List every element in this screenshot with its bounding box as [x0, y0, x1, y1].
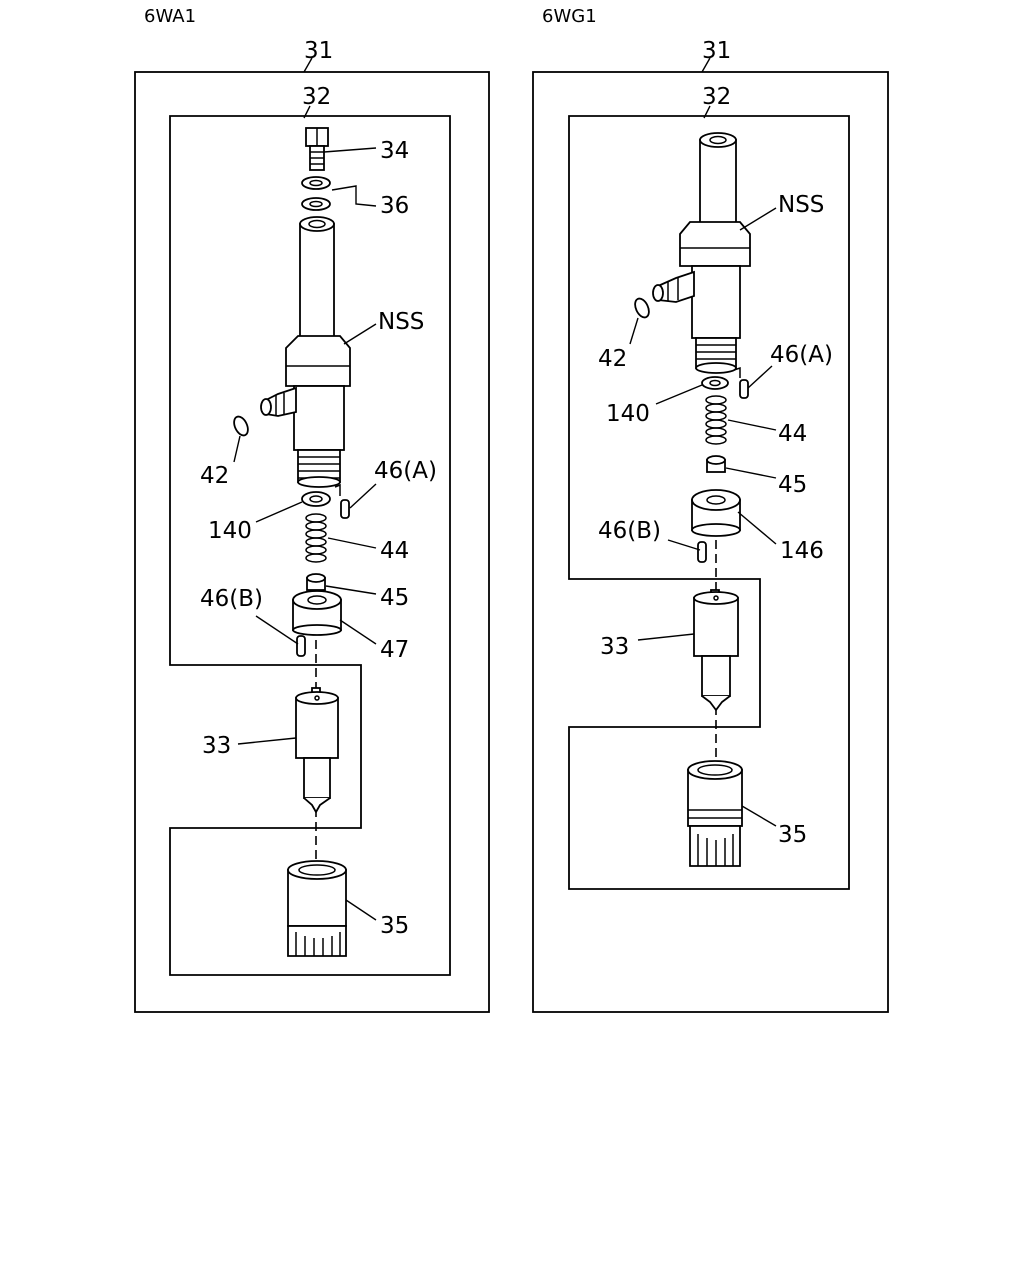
label-holder: 32 [302, 84, 331, 110]
label-spring: 44 [380, 538, 409, 564]
label-nut: 35 [380, 913, 409, 939]
retaining-nut-part [287, 860, 347, 957]
label-washers: 36 [380, 193, 409, 219]
nozzle-part [693, 589, 739, 712]
retaining-nut-part [687, 760, 743, 867]
label-shim: 140 [208, 518, 252, 544]
assembly-outer-frame [134, 71, 490, 1013]
label-pin-a: 46(A) [374, 458, 437, 484]
shim-part [301, 491, 331, 507]
nozzle-part [295, 687, 339, 814]
label-shim: 140 [606, 401, 650, 427]
label-piece: 47 [380, 637, 409, 663]
label-pin-b: 46(B) [598, 518, 661, 544]
washer-pair-part [301, 176, 331, 211]
o-ring-part [233, 415, 249, 437]
view-6wa1: 6WA1 [134, 6, 490, 1013]
label-nozzle: 33 [600, 634, 629, 660]
injector-body-part [652, 132, 751, 374]
label-spring: 44 [778, 421, 807, 447]
label-body: NSS [778, 192, 824, 218]
shim-part [701, 376, 729, 390]
label-bolt: 34 [380, 138, 409, 164]
pin-b-part [296, 635, 306, 657]
pin-a-part [733, 366, 749, 399]
label-body: NSS [378, 309, 424, 335]
label-piece: 146 [780, 538, 824, 564]
assembly-outer-frame [532, 71, 889, 1013]
holder-inner-frame [568, 115, 850, 890]
view-caption: 6WG1 [542, 6, 597, 27]
piece-part [691, 489, 741, 537]
view-caption: 6WA1 [144, 6, 196, 27]
injector-body-part [260, 216, 351, 488]
label-assembly: 31 [702, 38, 731, 64]
label-o-ring: 42 [200, 463, 229, 489]
o-ring-part [634, 297, 650, 319]
leader-lines [233, 57, 377, 921]
spacer-part [306, 573, 326, 591]
label-nut: 35 [778, 822, 807, 848]
label-pin-a: 46(A) [770, 342, 833, 368]
label-assembly: 31 [304, 38, 333, 64]
piece-part [292, 590, 342, 636]
label-pin-b: 46(B) [200, 586, 263, 612]
part-labels: 31 32 NSS 42 46(A) 140 44 45 46(B) 146 3… [598, 38, 833, 848]
bolt-part [305, 127, 329, 171]
pin-a-part [334, 483, 350, 519]
spacer-part [706, 455, 726, 473]
leader-lines [629, 57, 777, 827]
view-6wg1: 6WG1 [532, 6, 889, 1013]
label-holder: 32 [702, 84, 731, 110]
spring-part [305, 513, 327, 563]
holder-inner-frame [169, 115, 451, 976]
label-spacer: 45 [778, 472, 807, 498]
label-spacer: 45 [380, 585, 409, 611]
label-nozzle: 33 [202, 733, 231, 759]
pin-b-part [697, 541, 707, 563]
spring-part [705, 395, 727, 445]
part-labels: 31 32 34 36 NSS 42 46(A) 140 44 45 46(B)… [200, 38, 437, 939]
label-o-ring: 42 [598, 346, 627, 372]
